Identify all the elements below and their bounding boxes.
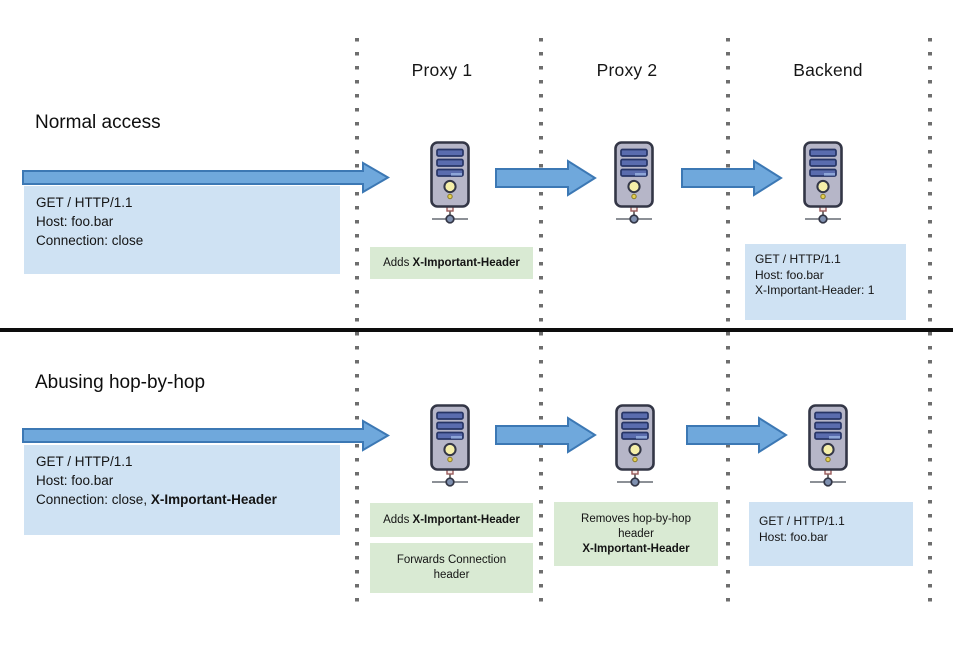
proxy2-server-icon-bottom <box>615 404 655 487</box>
request-line-text: Connection: close, <box>36 492 151 507</box>
client-request-box-bottom: GET / HTTP/1.1 Host: foo.bar Connection:… <box>24 445 340 535</box>
request-line: Host: foo.bar <box>755 267 824 282</box>
proxy2-server-icon-top <box>614 141 654 224</box>
proxy2-note-bottom: Removes hop-by-hop header X-Important-He… <box>554 502 718 566</box>
note-bold-text: X-Important-Header <box>582 542 690 555</box>
proxy1-server-icon-top <box>430 141 470 224</box>
lane-dotted-line-2 <box>539 38 543 605</box>
request-line-bold: X-Important-Header <box>150 492 277 507</box>
arrow-client-to-proxy1-top <box>22 161 390 194</box>
proxy1-note1-bottom: Adds X-Important-Header <box>370 503 533 537</box>
request-line: GET / HTTP/1.1 <box>36 195 133 210</box>
note-bold-text: X-Important-Header <box>412 256 520 269</box>
proxy1-note-top: Adds X-Important-Header <box>370 247 533 279</box>
backend-server-icon-top <box>803 141 843 224</box>
arrow-proxy1-to-proxy2-top <box>495 159 597 197</box>
note-bold-text: X-Important-Header <box>412 513 520 526</box>
column-label-proxy2: Proxy 2 <box>596 60 658 80</box>
request-line: Host: foo.bar <box>36 473 114 488</box>
section-divider <box>0 328 953 332</box>
request-line: Connection: close, X-Important-Header <box>36 490 328 509</box>
arrow-proxy1-to-proxy2-bottom <box>495 416 597 454</box>
note-text: Adds <box>383 513 413 526</box>
proxy1-note2-bottom: Forwards Connection header <box>370 543 533 593</box>
note-text: Adds <box>383 256 413 269</box>
lane-dotted-line-3 <box>726 38 730 605</box>
lane-dotted-line-4 <box>928 38 932 605</box>
backend-request-box-bottom: GET / HTTP/1.1 Host: foo.bar <box>749 502 913 566</box>
arrow-proxy2-to-backend-top <box>681 159 783 197</box>
arrow-proxy2-to-backend-bottom <box>686 416 788 454</box>
column-label-backend: Backend <box>793 60 863 80</box>
request-line: Host: foo.bar <box>36 214 114 229</box>
section-heading-abusing-hop-by-hop: Abusing hop-by-hop <box>35 372 206 393</box>
column-label-proxy1: Proxy 1 <box>411 60 473 80</box>
request-line: Host: foo.bar <box>759 529 828 544</box>
section-heading-normal-access: Normal access <box>35 112 161 133</box>
proxy1-server-icon-bottom <box>430 404 470 487</box>
request-line: GET / HTTP/1.1 <box>755 252 841 266</box>
backend-request-box-top: GET / HTTP/1.1 Host: foo.bar X-Important… <box>745 244 906 320</box>
note-text: Forwards Connection header <box>396 554 507 581</box>
lane-dotted-line-1 <box>355 38 359 605</box>
request-line: X-Important-Header: 1 <box>755 283 875 297</box>
arrow-client-to-proxy1-bottom <box>22 419 390 452</box>
request-line: Connection: close <box>36 233 144 248</box>
backend-server-icon-bottom <box>808 404 848 487</box>
request-line: GET / HTTP/1.1 <box>759 514 845 528</box>
note-text: Removes hop-by-hop header <box>581 512 691 540</box>
request-line: GET / HTTP/1.1 <box>36 454 133 469</box>
client-request-box-top: GET / HTTP/1.1 Host: foo.bar Connection:… <box>24 186 340 274</box>
